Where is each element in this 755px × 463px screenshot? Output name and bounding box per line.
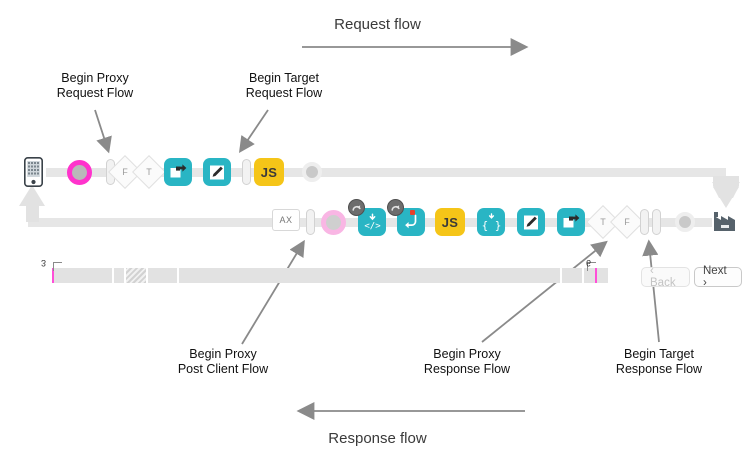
- back-button[interactable]: ‹ Back: [641, 265, 690, 289]
- condition-label: F: [624, 217, 630, 227]
- callout-begin-proxy-request: Begin Proxy Request Flow: [20, 71, 170, 101]
- timeline-divider: [582, 268, 584, 283]
- condition-label: T: [146, 167, 152, 177]
- timeline-tick-left-label: 3: [41, 258, 47, 268]
- javascript-policy-1[interactable]: JS: [254, 158, 284, 186]
- callout-line-2: Post Client Flow: [177, 362, 269, 376]
- timeline-divider: [560, 268, 562, 283]
- callout-line-1: Begin Proxy: [433, 347, 501, 361]
- backend-server-icon: [713, 208, 739, 237]
- timeline-track[interactable]: [52, 268, 608, 283]
- condition-false-2[interactable]: F: [610, 205, 644, 239]
- callout-begin-target-request: Begin Target Request Flow: [209, 71, 359, 101]
- conditional-icon: [348, 199, 365, 216]
- request-flow-heading: Request flow: [334, 16, 421, 33]
- callout-line-1: Begin Proxy: [61, 71, 129, 85]
- callout-line-1: Begin Proxy: [189, 347, 257, 361]
- next-button[interactable]: Next ›: [694, 265, 742, 289]
- svg-text:{ }: { }: [482, 219, 501, 232]
- callout-line-2: Request Flow: [56, 86, 134, 100]
- callout-line-1: Begin Target: [249, 71, 319, 85]
- callout-line-1: Begin Target: [624, 347, 694, 361]
- flow-separator-4[interactable]: [640, 209, 649, 235]
- callout-begin-proxy-response: Begin Proxy Response Flow: [392, 347, 542, 377]
- timeline-marker-end: [595, 268, 597, 283]
- response-flow-heading: Response flow: [328, 430, 427, 447]
- timeline-tick-right-label: 6: [586, 258, 592, 268]
- rail-corner-right: [717, 168, 726, 194]
- javascript-policy-2[interactable]: JS: [435, 208, 465, 236]
- target-response-endpoint[interactable]: [675, 212, 695, 232]
- route-policy-1[interactable]: [164, 158, 192, 186]
- callout-line-2: Request Flow: [245, 86, 323, 100]
- route-policy-2[interactable]: [557, 208, 585, 236]
- assign-message-policy-2[interactable]: [517, 208, 545, 236]
- assign-message-policy-1[interactable]: [203, 158, 231, 186]
- ax-analytics-node[interactable]: AX: [272, 209, 300, 231]
- timeline-divider: [124, 268, 126, 283]
- timeline-tick-left: [53, 262, 62, 271]
- flow-separator-5[interactable]: [652, 209, 661, 235]
- callout-begin-proxy-post-client: Begin Proxy Post Client Flow: [148, 347, 298, 377]
- request-rail: [46, 168, 726, 177]
- client-device-icon: [24, 157, 43, 192]
- flow-separator-3[interactable]: [306, 209, 315, 235]
- error-indicator-dot: [410, 210, 415, 215]
- timeline-hatched-segment: [126, 268, 146, 283]
- timeline-divider: [112, 268, 114, 283]
- ax-label: AX: [279, 215, 293, 225]
- callout-line-2: Response Flow: [615, 362, 703, 376]
- svg-text:</>: </>: [364, 221, 381, 231]
- js-label: JS: [441, 214, 459, 230]
- callout-line-2: Response Flow: [423, 362, 511, 376]
- timeline-divider: [146, 268, 148, 283]
- timeline-marker-start: [52, 268, 54, 283]
- target-request-endpoint[interactable]: [302, 162, 322, 182]
- timeline-divider: [177, 268, 179, 283]
- json-policy[interactable]: { }: [477, 208, 505, 236]
- callout-begin-target-response: Begin Target Response Flow: [584, 347, 734, 377]
- flow-separator-2[interactable]: [242, 159, 251, 185]
- condition-true-1[interactable]: T: [132, 155, 166, 189]
- rail-left-elbow: [28, 218, 58, 227]
- js-label: JS: [260, 164, 278, 180]
- proxy-request-start-node[interactable]: [67, 160, 92, 185]
- timeline-tick-right: [587, 262, 596, 271]
- post-client-flow-start-node[interactable]: [321, 210, 346, 235]
- conditional-icon: [387, 199, 404, 216]
